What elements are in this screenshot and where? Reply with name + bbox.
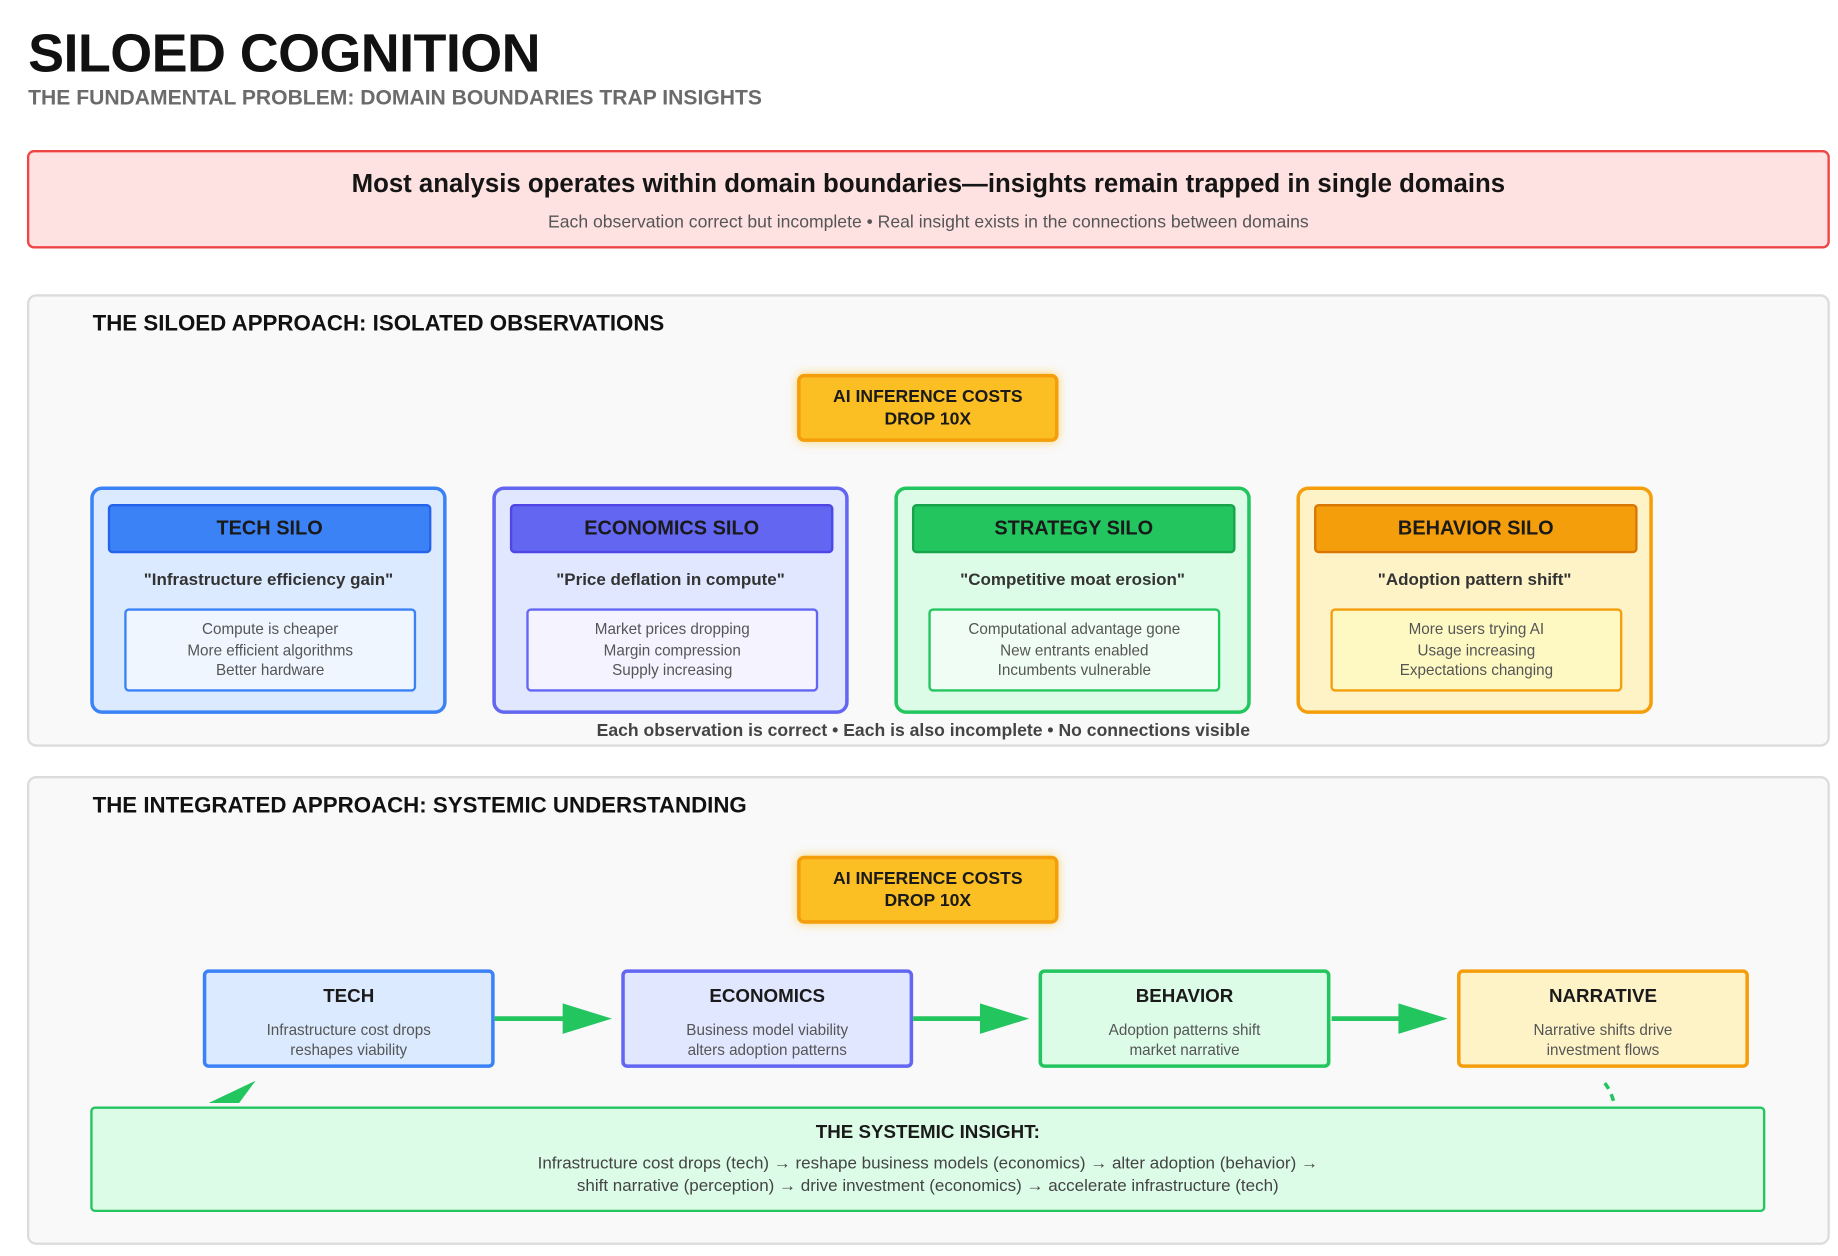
tech-silo-points: Compute is cheaper More efficient algori…: [124, 608, 417, 692]
economics-node-desc: Business model viability alters adoption…: [686, 1020, 849, 1059]
economics-node-title: ECONOMICS: [709, 986, 826, 1007]
behavior-node-title: BEHAVIOR: [1135, 986, 1234, 1007]
siloed-approach-title: THE SILOED APPROACH: ISOLATED OBSERVATIO…: [92, 311, 665, 337]
tech-silo-header: TECH SILO: [107, 504, 432, 554]
silo-point: Market prices dropping: [594, 620, 750, 638]
silo-point: New entrants enabled: [1000, 640, 1149, 659]
silo-point: Usage increasing: [1417, 640, 1536, 659]
insight-title: THE SYSTEMIC INSIGHT:: [815, 1122, 1040, 1143]
economics-silo: ECONOMICS SILO "Price deflation in compu…: [492, 486, 849, 714]
narrative-node: NARRATIVE Narrative shifts drive investm…: [1457, 969, 1749, 1068]
insight-text: Infrastructure cost drops (tech) → resha…: [537, 1154, 1318, 1196]
problem-subline: Each observation correct but incomplete …: [548, 212, 1309, 233]
arrow-tech-to-economics: [494, 1003, 612, 1034]
integrated-trigger-box: AI INFERENCE COSTS DROP 10X: [797, 855, 1059, 924]
problem-banner: Most analysis operates within domain bou…: [26, 150, 1830, 249]
feedback-loop-arrow: [208, 1080, 1616, 1104]
silo-point: Expectations changing: [1399, 661, 1554, 679]
arrow-behavior-to-narrative: [1331, 1003, 1448, 1034]
silo-point: Supply increasing: [612, 661, 733, 679]
strategy-silo: STRATEGY SILO "Competitive moat erosion"…: [894, 486, 1251, 714]
tech-node-title: TECH: [323, 986, 375, 1007]
economics-node: ECONOMICS Business model viability alter…: [621, 969, 914, 1068]
silo-point: Computational advantage gone: [968, 620, 1181, 638]
strategy-silo-header: STRATEGY SILO: [911, 504, 1236, 554]
silo-point: More efficient algorithms: [187, 640, 354, 659]
problem-headline: Most analysis operates within domain bou…: [351, 168, 1506, 199]
behavior-node: BEHAVIOR Adoption patterns shift market …: [1038, 969, 1331, 1068]
behavior-silo-header: BEHAVIOR SILO: [1314, 504, 1638, 554]
silo-point: More users trying AI: [1408, 620, 1545, 638]
economics-silo-header: ECONOMICS SILO: [509, 504, 834, 554]
tech-silo: TECH SILO "Infrastructure efficiency gai…: [90, 486, 447, 714]
silo-point: Margin compression: [603, 640, 741, 659]
tech-silo-quote: "Infrastructure efficiency gain": [143, 570, 394, 590]
silo-point: Compute is cheaper: [202, 620, 339, 638]
tech-node: TECH Infrastructure cost drops reshapes …: [202, 969, 495, 1068]
economics-silo-points: Market prices dropping Margin compressio…: [526, 608, 819, 692]
arrow-economics-to-behavior: [913, 1003, 1030, 1034]
siloed-trigger-box: AI INFERENCE COSTS DROP 10X: [797, 373, 1059, 442]
silo-point: Better hardware: [215, 661, 325, 679]
tech-node-desc: Infrastructure cost drops reshapes viabi…: [266, 1020, 431, 1059]
behavior-silo-quote: "Adoption pattern shift": [1377, 570, 1572, 590]
systemic-insight-box: THE SYSTEMIC INSIGHT: Infrastructure cos…: [90, 1106, 1766, 1213]
strategy-silo-quote: "Competitive moat erosion": [960, 570, 1185, 590]
integrated-approach-title: THE INTEGRATED APPROACH: SYSTEMIC UNDERS…: [92, 793, 747, 819]
behavior-silo: BEHAVIOR SILO "Adoption pattern shift" M…: [1296, 486, 1653, 714]
siloed-note: Each observation is correct • Each is al…: [596, 720, 1250, 741]
page-subtitle: THE FUNDAMENTAL PROBLEM: DOMAIN BOUNDARI…: [28, 85, 762, 110]
behavior-node-desc: Adoption patterns shift market narrative: [1108, 1020, 1261, 1059]
strategy-silo-points: Computational advantage gone New entrant…: [928, 608, 1221, 692]
page-title: SILOED COGNITION: [28, 22, 541, 84]
narrative-node-title: NARRATIVE: [1548, 986, 1657, 1007]
narrative-node-desc: Narrative shifts drive investment flows: [1533, 1020, 1673, 1059]
economics-silo-quote: "Price deflation in compute": [556, 570, 785, 590]
behavior-silo-points: More users trying AI Usage increasing Ex…: [1330, 608, 1623, 692]
silo-point: Incumbents vulnerable: [997, 661, 1151, 679]
